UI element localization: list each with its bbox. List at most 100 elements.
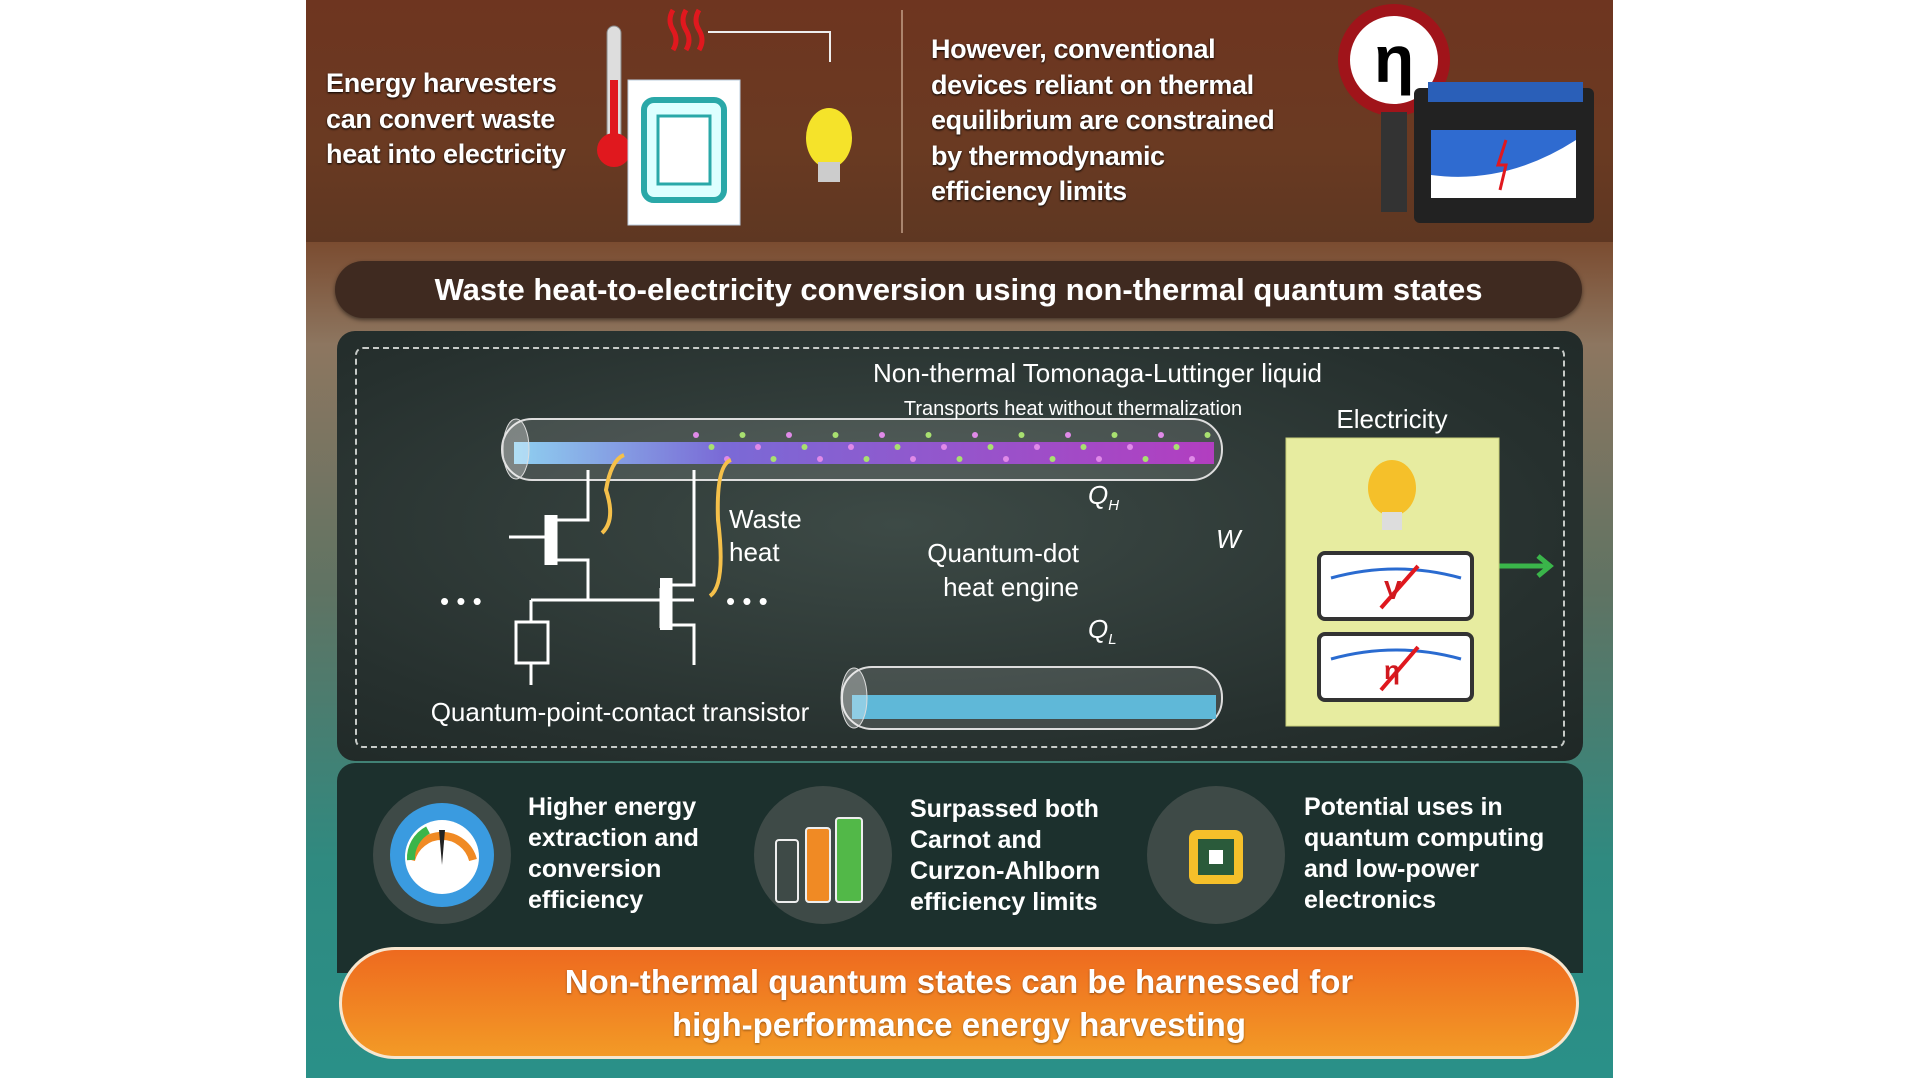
particle: [1018, 432, 1025, 438]
particle: [1065, 432, 1071, 438]
eta-meter-symbol: η: [1384, 655, 1400, 685]
quantum-dot-label: Quantum-dot heat engine: [879, 536, 1079, 604]
limits-text: However, conventional devices reliant on…: [931, 32, 1275, 210]
particle: [1111, 432, 1118, 438]
particle: [801, 444, 808, 450]
text-line: can convert waste: [326, 103, 556, 134]
feature-limits: Surpassed both Carnot and Curzon-Ahlborn…: [910, 794, 1100, 918]
particle: [879, 432, 885, 438]
harvester-text: Energy harvesters can convert waste heat…: [326, 66, 566, 173]
particle: [770, 456, 777, 462]
divider: [901, 10, 903, 233]
particle: [832, 432, 839, 438]
text-line: Waste: [729, 504, 802, 534]
particle: [863, 456, 870, 462]
transistor-label: Quantum-point-contact transistor: [430, 697, 810, 727]
particle: [1142, 456, 1149, 462]
ellipsis-left: • • •: [440, 586, 482, 616]
q-subscript: H: [1108, 497, 1120, 514]
cold-reservoir-tube: [840, 666, 1223, 730]
infographic: Energy harvesters can convert waste heat…: [306, 0, 1613, 1078]
particle: [1049, 456, 1056, 462]
text-line: electronics: [1304, 886, 1437, 914]
eta-sign-icon: η: [1338, 4, 1450, 212]
battery-icon: [1414, 82, 1594, 223]
text-line: high-performance energy harvesting: [672, 1006, 1246, 1043]
ellipsis-right: • • •: [726, 586, 768, 616]
tll-title: Non-thermal Tomonaga-Luttinger liquid: [873, 358, 1322, 388]
text-line: by thermodynamic: [931, 140, 1165, 171]
particle: [1096, 456, 1102, 462]
batteries-icon: [754, 786, 892, 924]
thermometer-icon: [597, 25, 631, 167]
text-line: devices reliant on thermal: [931, 69, 1254, 100]
particle: [1173, 444, 1180, 450]
text-line: Surpassed both: [910, 795, 1099, 823]
particles: [693, 432, 1211, 462]
text-line: Higher energy: [528, 793, 697, 821]
text-line: Potential uses in: [1304, 793, 1503, 821]
eta-symbol: η: [1374, 22, 1414, 96]
particle: [894, 444, 901, 450]
q-letter: Q: [1088, 614, 1109, 644]
particle: [1127, 444, 1133, 450]
particle: [1189, 456, 1195, 462]
particle: [1080, 444, 1087, 450]
graphics: η: [373, 4, 1594, 924]
particle: [925, 432, 932, 438]
text-line: extraction and: [528, 824, 699, 852]
qh-label: QH: [1088, 480, 1119, 515]
text-line: However, conventional: [931, 34, 1216, 64]
particle: [786, 432, 792, 438]
wire: [708, 31, 831, 62]
electricity-label: Electricity: [1336, 404, 1448, 434]
tll-subtitle: Transports heat without thermalization: [903, 398, 1243, 420]
voltage-symbol: V: [1384, 575, 1402, 605]
text-line: Quantum-dot: [927, 538, 1079, 568]
text-line: heat into electricity: [326, 139, 566, 169]
particle: [755, 444, 761, 450]
text-line: heat engine: [943, 572, 1079, 602]
text-line: efficiency limits: [931, 176, 1127, 206]
particle: [1204, 432, 1211, 438]
light-bulb-icon: [1368, 460, 1416, 516]
heat-waves-icon: [667, 8, 705, 52]
particle: [693, 432, 699, 438]
text-line: conversion: [528, 855, 662, 883]
particle: [1158, 432, 1164, 438]
feature-efficiency: Higher energy extraction and conversion …: [528, 792, 699, 916]
features-panel: [337, 763, 1583, 973]
q-letter: Q: [1088, 480, 1109, 510]
efficiency-meter-icon: [1317, 632, 1474, 702]
text-line: Curzon-Ahlborn: [910, 857, 1101, 885]
q-subscript: L: [1108, 631, 1117, 648]
text-line: and low-power: [1304, 855, 1479, 883]
chip-icon: [1147, 786, 1285, 924]
ql-label: QL: [1088, 614, 1117, 649]
text-line: quantum computing: [1304, 824, 1545, 852]
text-line: efficiency limits: [910, 888, 1098, 916]
waste-heat-label: Waste heat: [729, 503, 802, 569]
particle: [848, 444, 854, 450]
text-line: efficiency: [528, 886, 644, 914]
light-bulb-icon: [806, 108, 852, 182]
chip-icon: [627, 79, 741, 226]
feature-applications: Potential uses in quantum computing and …: [1304, 792, 1544, 916]
particle: [817, 456, 823, 462]
particle: [987, 444, 994, 450]
particle: [739, 432, 746, 438]
text-line: Non-thermal quantum states can be harnes…: [564, 963, 1354, 1000]
section-title: Waste heat-to-electricity conversion usi…: [335, 261, 1582, 318]
particle: [708, 444, 715, 450]
text-line: Carnot and: [910, 826, 1042, 854]
particle: [941, 444, 947, 450]
diagram-border: [355, 347, 1565, 748]
particle: [1034, 444, 1040, 450]
text-line: Energy harvesters: [326, 68, 557, 98]
particle: [910, 456, 916, 462]
particle: [956, 456, 963, 462]
particle: [972, 432, 978, 438]
text-line: equilibrium are constrained: [931, 105, 1275, 135]
text-line: heat: [729, 537, 780, 567]
waste-heat-arrows: [600, 453, 732, 598]
